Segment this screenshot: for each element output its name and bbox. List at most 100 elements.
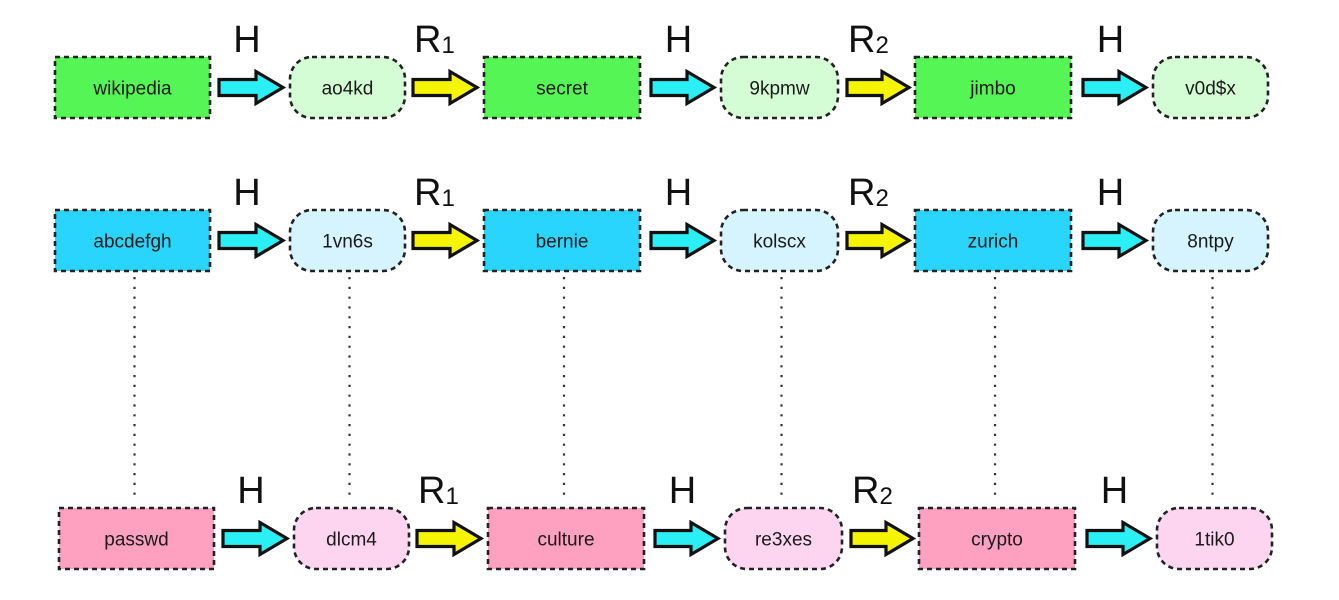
right-arrow-icon [649, 221, 718, 260]
plaintext-box [917, 506, 1077, 571]
plaintext-box [913, 208, 1073, 273]
reduce-arrow: R2 [845, 172, 913, 260]
op-subscript: 2 [875, 185, 888, 212]
hash-arrow: H [1081, 172, 1150, 260]
op-symbol: H [1097, 19, 1124, 61]
op-symbol: R [414, 19, 441, 61]
right-arrow-icon [649, 68, 718, 107]
hash-arrow: H [649, 19, 718, 107]
op-symbol: H [1101, 470, 1128, 512]
plaintext-node: crypto [917, 506, 1077, 571]
plaintext-box [913, 55, 1073, 120]
plaintext-box [482, 208, 642, 273]
hash-box [719, 208, 840, 273]
hash-arrow: H [653, 470, 722, 558]
reduce-arrow: R2 [845, 19, 913, 107]
node-label: v0d$x [1185, 79, 1236, 100]
hash-box [288, 55, 407, 120]
right-arrow-icon [217, 221, 287, 260]
plaintext-node: jimbo [913, 55, 1073, 120]
node-label: 1tik0 [1194, 530, 1234, 551]
right-arrow-icon [411, 68, 481, 107]
plaintext-box [53, 208, 212, 273]
node-label: kolscx [753, 232, 806, 253]
hash-arrow: H [221, 470, 291, 558]
hash-arrow: H [1081, 19, 1150, 107]
node-label: dlcm4 [326, 530, 377, 551]
hash-node: v0d$x [1151, 55, 1270, 120]
right-arrow-icon [849, 519, 917, 558]
op-symbol: H [237, 470, 264, 512]
right-arrow-icon [415, 519, 485, 558]
op-subscript: 1 [441, 32, 454, 59]
reduce-op-label: R1 [418, 470, 459, 512]
op-symbol: H [665, 172, 692, 214]
plaintext-box [486, 506, 646, 571]
hash-op-label: H [1101, 470, 1128, 512]
hash-op-label: H [237, 470, 264, 512]
hash-box [1155, 506, 1274, 571]
node-label: crypto [971, 530, 1023, 551]
right-arrow-icon [411, 221, 481, 260]
reduce-op-label: R1 [414, 19, 455, 61]
node-label: jimbo [969, 79, 1015, 100]
hash-node: 9kpmw [719, 55, 840, 120]
reduce-arrow: R1 [411, 172, 481, 260]
node-label: secret [536, 79, 588, 100]
op-symbol: R [414, 172, 441, 214]
hash-box [1151, 55, 1270, 120]
node-label: abcdefgh [93, 232, 171, 253]
plaintext-box [482, 55, 642, 120]
hash-node: 8ntpy [1151, 208, 1270, 273]
right-arrow-icon [1085, 519, 1154, 558]
op-symbol: R [418, 470, 445, 512]
right-arrow-icon [653, 519, 722, 558]
hash-arrow: H [217, 19, 287, 107]
reduce-op-label: R2 [848, 19, 889, 61]
plaintext-node: bernie [482, 208, 642, 273]
node-label: ao4kd [322, 79, 374, 100]
op-subscript: 2 [879, 483, 892, 510]
reduce-op-label: R1 [414, 172, 455, 214]
reduce-op-label: R2 [852, 470, 893, 512]
node-label: bernie [536, 232, 589, 253]
hash-node: kolscx [719, 208, 840, 273]
reduce-op-label: R2 [848, 172, 889, 214]
plaintext-node: wikipedia [53, 55, 212, 120]
op-symbol: R [848, 172, 875, 214]
hash-box [723, 506, 844, 571]
node-label: wikipedia [92, 79, 172, 100]
reduce-arrow: R1 [411, 19, 481, 107]
hash-op-label: H [1097, 19, 1124, 61]
hash-node: dlcm4 [292, 506, 411, 571]
hash-box [1151, 208, 1270, 273]
hash-box [292, 506, 411, 571]
right-arrow-icon [1081, 68, 1150, 107]
right-arrow-icon [221, 519, 291, 558]
reduce-arrow: R1 [415, 470, 485, 558]
hash-box [288, 208, 407, 273]
hash-arrow: H [649, 172, 718, 260]
hash-op-label: H [669, 470, 696, 512]
hash-node: re3xes [723, 506, 844, 571]
hash-arrow: H [1085, 470, 1154, 558]
right-arrow-icon [845, 221, 913, 260]
node-label: 1vn6s [322, 232, 373, 253]
hash-op-label: H [665, 19, 692, 61]
hash-node: 1tik0 [1155, 506, 1274, 571]
hash-node: ao4kd [288, 55, 407, 120]
node-label: re3xes [755, 530, 812, 551]
right-arrow-icon [1081, 221, 1150, 260]
plaintext-node: abcdefgh [53, 208, 212, 273]
node-label: zurich [968, 232, 1019, 253]
plaintext-box [57, 506, 216, 571]
hash-box [719, 55, 840, 120]
plaintext-box [53, 55, 212, 120]
node-label: culture [537, 530, 594, 551]
right-arrow-icon [845, 68, 913, 107]
right-arrow-icon [217, 68, 287, 107]
hash-node: 1vn6s [288, 208, 407, 273]
op-subscript: 2 [875, 32, 888, 59]
